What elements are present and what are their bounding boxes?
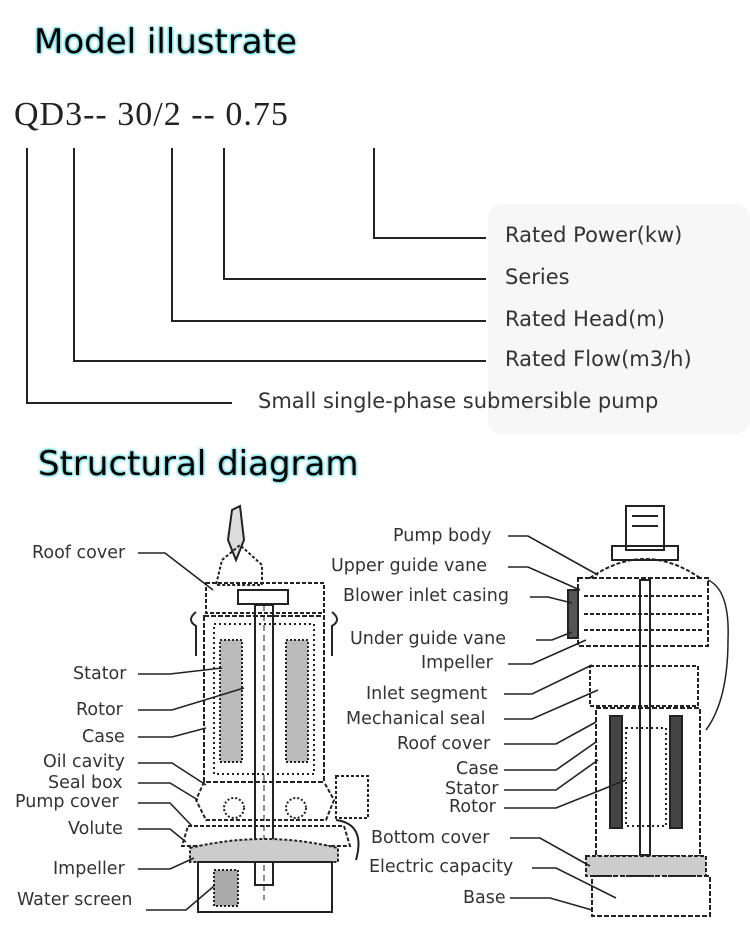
- left-pump-drawing: [180, 504, 369, 913]
- label-upper-guide-vane: Upper guide vane: [331, 556, 487, 576]
- right-pump-drawing: [567, 505, 729, 917]
- label-bottom-cover: Bottom cover: [371, 828, 490, 848]
- right-leader-lines: [504, 535, 627, 911]
- legend-rated-flow: Rated Flow(m3/h): [505, 347, 692, 371]
- connector-head: [171, 148, 486, 322]
- model-illustrate-heading: Model illustrate: [34, 22, 297, 62]
- label-electric-capacity: Electric capacity: [369, 857, 514, 877]
- legend-pump-type: Small single-phase submersible pump: [258, 389, 659, 413]
- label-case-left: Case: [82, 727, 125, 747]
- connector-pump-type: [26, 148, 232, 404]
- label-mechanical-seal: Mechanical seal: [346, 709, 486, 729]
- label-rotor-left: Rotor: [76, 700, 123, 720]
- label-rotor-right: Rotor: [449, 797, 496, 817]
- label-impeller-right: Impeller: [421, 653, 493, 673]
- legend-series: Series: [505, 265, 570, 289]
- label-case-right: Case: [456, 759, 499, 779]
- label-impeller-left: Impeller: [53, 859, 125, 879]
- label-pump-body: Pump body: [393, 526, 492, 546]
- connector-series: [223, 148, 486, 280]
- connector-power: [373, 148, 486, 239]
- legend-panel-background: [488, 204, 750, 434]
- label-under-guide-vane: Under guide vane: [350, 629, 506, 649]
- label-stator-right: Stator: [445, 779, 499, 799]
- label-seal-box: Seal box: [48, 773, 123, 793]
- left-leader-lines: [138, 552, 245, 911]
- label-oil-cavity: Oil cavity: [43, 752, 125, 772]
- label-inlet-segment: Inlet segment: [366, 684, 488, 704]
- connector-flow: [73, 148, 486, 362]
- model-code: QD3-- 30/2 -- 0.75: [14, 96, 289, 133]
- label-roof-cover-right: Roof cover: [397, 734, 491, 754]
- structural-diagram-heading: Structural diagram: [38, 444, 359, 484]
- legend-rated-power: Rated Power(kw): [505, 223, 683, 247]
- label-water-screen: Water screen: [17, 890, 133, 910]
- label-stator-left: Stator: [73, 664, 127, 684]
- label-blower-inlet-casing: Blower inlet casing: [343, 586, 509, 606]
- legend-rated-head: Rated Head(m): [505, 307, 665, 331]
- label-base: Base: [463, 888, 506, 908]
- label-volute: Volute: [68, 819, 123, 839]
- label-pump-cover: Pump cover: [15, 792, 119, 812]
- label-roof-cover-left: Roof cover: [32, 543, 126, 563]
